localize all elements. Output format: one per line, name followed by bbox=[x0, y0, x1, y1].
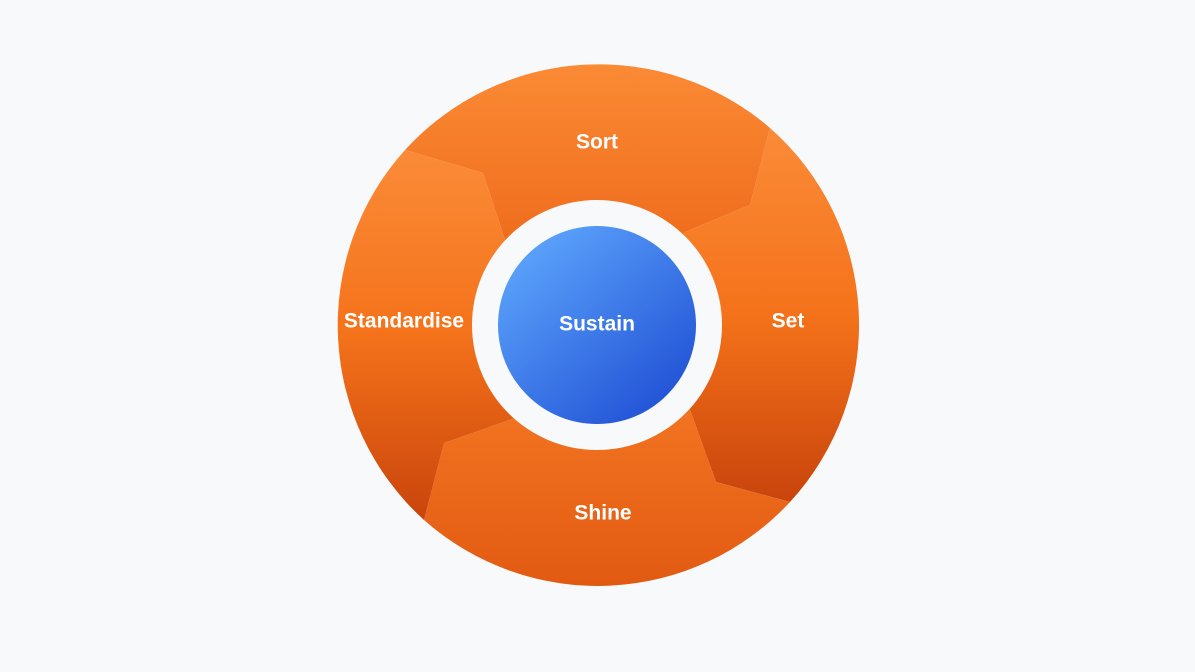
segment-label-shine: Shine bbox=[574, 502, 631, 525]
center-circle bbox=[498, 226, 696, 424]
segment-label-sort: Sort bbox=[576, 131, 618, 154]
segment-standardise bbox=[337, 150, 597, 520]
segment-set bbox=[597, 128, 860, 502]
segment-shine bbox=[424, 325, 790, 586]
segment-label-set: Set bbox=[772, 310, 805, 333]
center-label: Sustain bbox=[559, 313, 635, 336]
segment-label-standardise: Standardise bbox=[344, 310, 464, 333]
segment-sort bbox=[405, 64, 770, 325]
